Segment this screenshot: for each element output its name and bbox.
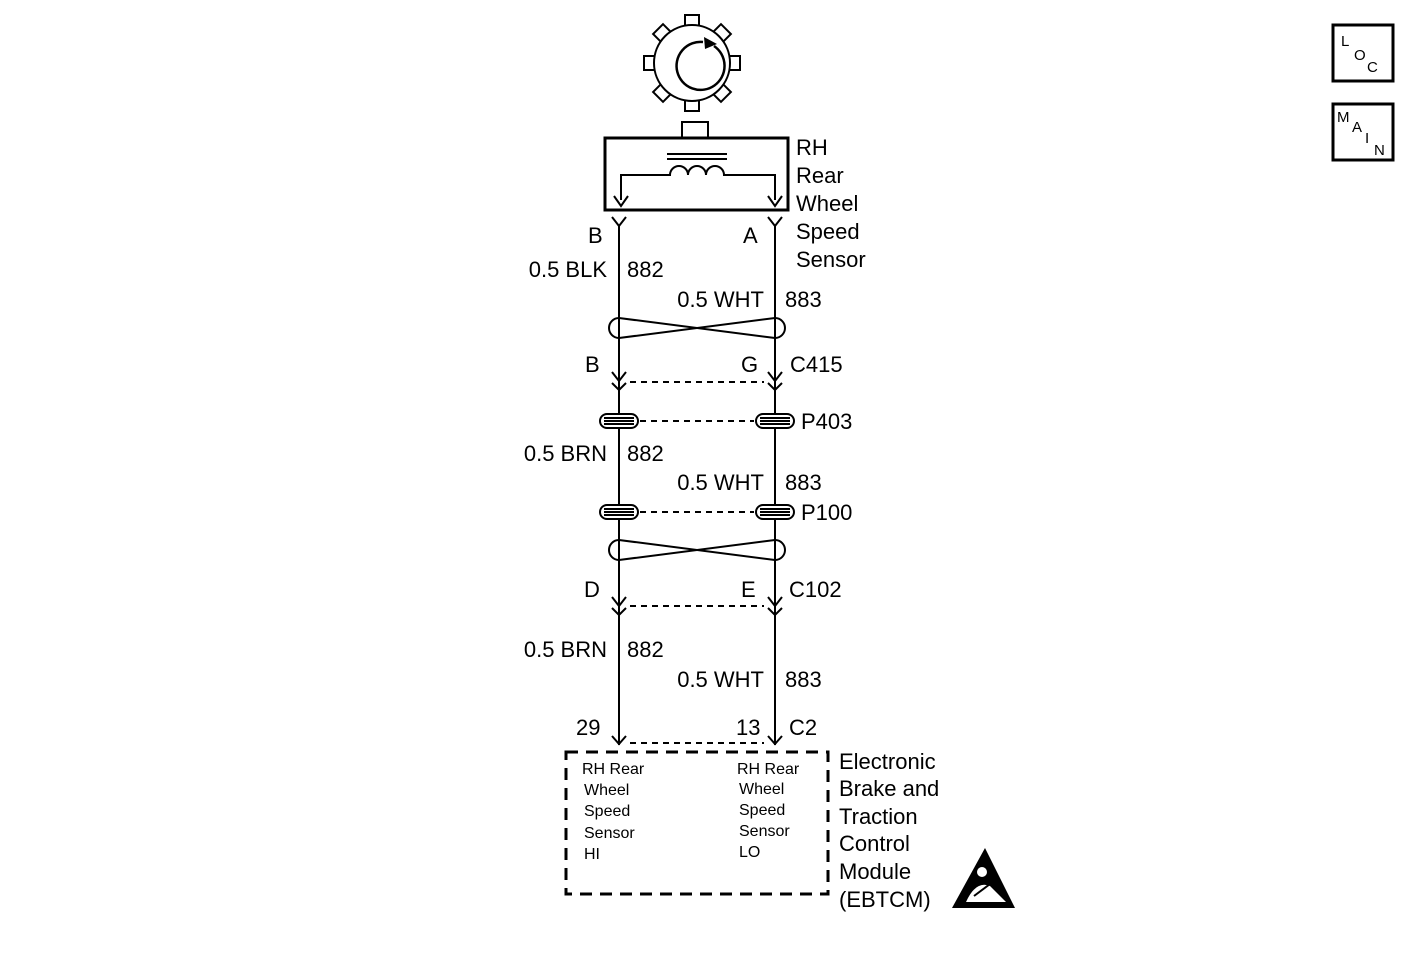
svg-text:Module: Module: [839, 859, 911, 884]
svg-text:P100: P100: [801, 500, 852, 525]
svg-text:RH Rear: RH Rear: [582, 761, 645, 778]
svg-text:Speed: Speed: [584, 803, 630, 820]
main-letter-a: A: [1352, 119, 1362, 136]
ebtcm-module: RH Rear Wheel Speed Sensor HI RH Rear Wh…: [564, 750, 830, 896]
seg3-right-wire: 0.5 WHT: [677, 667, 764, 692]
svg-text:C102: C102: [789, 577, 842, 602]
terminal-hi-label: RH Rear Wheel Speed Sensor HI: [582, 761, 645, 863]
splice-pack-p100: P100: [599, 500, 852, 525]
main-letter-m: M: [1337, 109, 1350, 126]
svg-text:LO: LO: [739, 844, 760, 861]
svg-text:RH: RH: [796, 135, 828, 160]
sensor-name: RH Rear Wheel Speed Sensor: [796, 135, 866, 272]
seg1-right-wire: 0.5 WHT: [677, 287, 764, 312]
twisted-pair-icon: [608, 539, 786, 561]
svg-text:B: B: [585, 352, 600, 377]
main-letter-n: N: [1374, 142, 1385, 159]
svg-text:G: G: [741, 352, 758, 377]
svg-text:RH Rear: RH Rear: [737, 761, 800, 778]
seg2-left-wire: 0.5 BRN: [524, 441, 607, 466]
tone-wheel-icon: [643, 14, 741, 112]
connector-c102: D E C102: [584, 577, 842, 617]
seg1-left-wire: 0.5 BLK: [529, 257, 608, 282]
seg3-left-wire: 0.5 BRN: [524, 637, 607, 662]
svg-text:13: 13: [736, 715, 760, 740]
connector-c2: 29 13 C2: [576, 715, 817, 746]
svg-text:Sensor: Sensor: [739, 823, 790, 840]
seg1-left-circuit: 882: [627, 257, 664, 282]
loc-button[interactable]: L O C: [1331, 23, 1395, 83]
module-name: Electronic Brake and Traction Control Mo…: [839, 749, 939, 912]
terminal-lo-label: RH Rear Wheel Speed Sensor LO: [737, 761, 800, 861]
svg-text:Wheel: Wheel: [796, 191, 858, 216]
svg-text:Wheel: Wheel: [739, 781, 784, 798]
svg-text:Speed: Speed: [739, 802, 785, 819]
loc-letter-l: L: [1341, 33, 1349, 50]
seg2-right-circuit: 883: [785, 470, 822, 495]
splice-pack-p403: P403: [599, 409, 852, 434]
sensor-pin-a: A: [743, 223, 758, 248]
svg-text:Traction: Traction: [839, 804, 918, 829]
svg-text:(EBTCM): (EBTCM): [839, 887, 931, 912]
seg2-right-wire: 0.5 WHT: [677, 470, 764, 495]
coil-icon: [620, 153, 776, 200]
svg-text:HI: HI: [584, 846, 600, 863]
esd-warning-icon: [952, 848, 1015, 908]
main-letter-i: I: [1365, 130, 1369, 147]
seg2-left-circuit: 882: [627, 441, 664, 466]
svg-text:C2: C2: [789, 715, 817, 740]
twisted-pair-icon: [608, 317, 786, 339]
seg3-right-circuit: 883: [785, 667, 822, 692]
main-button[interactable]: M A I N: [1331, 102, 1395, 162]
svg-text:Rear: Rear: [796, 163, 844, 188]
svg-text:Sensor: Sensor: [584, 825, 635, 842]
connector-c415: B G C415: [585, 352, 843, 392]
svg-text:Electronic: Electronic: [839, 749, 936, 774]
svg-text:29: 29: [576, 715, 600, 740]
loc-letter-c: C: [1367, 59, 1378, 76]
sensor-pin-b: B: [588, 223, 603, 248]
svg-text:Brake and: Brake and: [839, 776, 939, 801]
wheel-speed-sensor: [603, 121, 790, 212]
svg-text:Speed: Speed: [796, 219, 860, 244]
splice-pack-icon: [599, 504, 795, 520]
svg-text:Wheel: Wheel: [584, 782, 629, 799]
seg1-right-circuit: 883: [785, 287, 822, 312]
svg-text:Control: Control: [839, 831, 910, 856]
splice-pack-icon: [599, 413, 795, 429]
svg-text:Sensor: Sensor: [796, 247, 866, 272]
svg-text:P403: P403: [801, 409, 852, 434]
svg-text:C415: C415: [790, 352, 843, 377]
seg3-left-circuit: 882: [627, 637, 664, 662]
svg-text:E: E: [741, 577, 756, 602]
loc-letter-o: O: [1354, 47, 1366, 64]
svg-text:D: D: [584, 577, 600, 602]
